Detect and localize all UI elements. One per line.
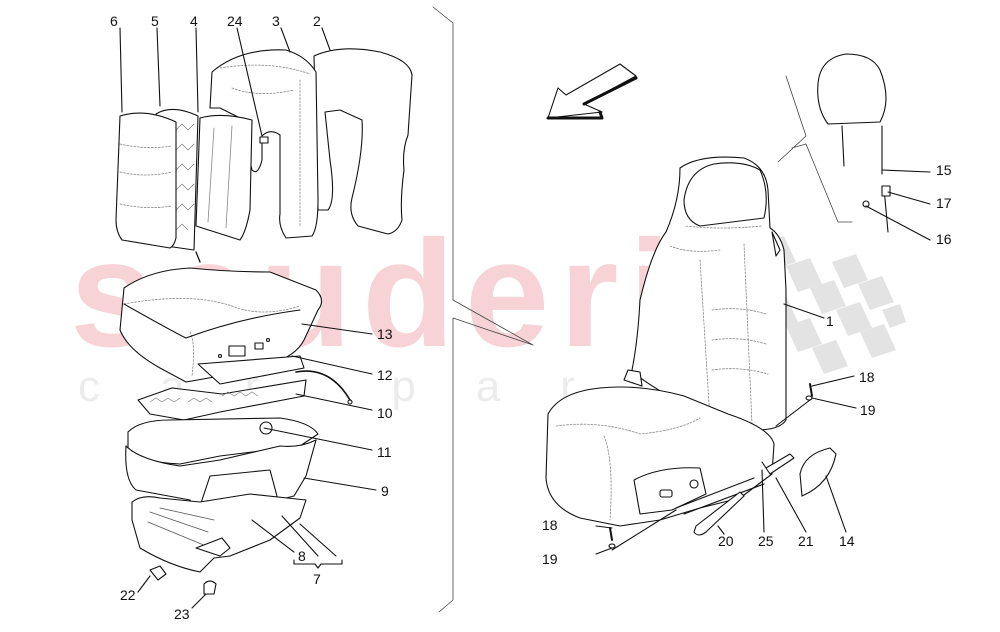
direction-arrow <box>546 63 638 120</box>
callout-18-lower: 18 <box>542 517 558 533</box>
callout-19-upper: 19 <box>860 402 876 418</box>
callout-25: 25 <box>758 533 774 549</box>
callout-7: 7 <box>313 571 321 587</box>
callout-1: 1 <box>826 313 834 329</box>
callout-14: 14 <box>839 533 855 549</box>
callout-10: 10 <box>377 405 393 421</box>
callout-9: 9 <box>381 483 389 499</box>
callout-2: 2 <box>313 13 321 29</box>
callout-3: 3 <box>272 13 280 29</box>
callout-8: 8 <box>298 548 306 564</box>
callout-16: 16 <box>936 231 952 247</box>
callout-4: 4 <box>190 13 198 29</box>
callout-24: 24 <box>227 13 243 29</box>
callout-22: 22 <box>120 587 136 603</box>
callout-17: 17 <box>936 195 952 211</box>
callout-15: 15 <box>936 162 952 178</box>
callout-21: 21 <box>798 533 814 549</box>
callout-5: 5 <box>151 13 159 29</box>
callout-13: 13 <box>377 326 393 342</box>
callout-6: 6 <box>110 13 118 29</box>
callout-11: 11 <box>377 444 392 460</box>
callout-23: 23 <box>174 606 190 622</box>
callout-18-upper: 18 <box>859 369 875 385</box>
callout-20: 20 <box>718 533 734 549</box>
callout-12: 12 <box>377 367 393 383</box>
callout-19-lower: 19 <box>542 551 558 567</box>
